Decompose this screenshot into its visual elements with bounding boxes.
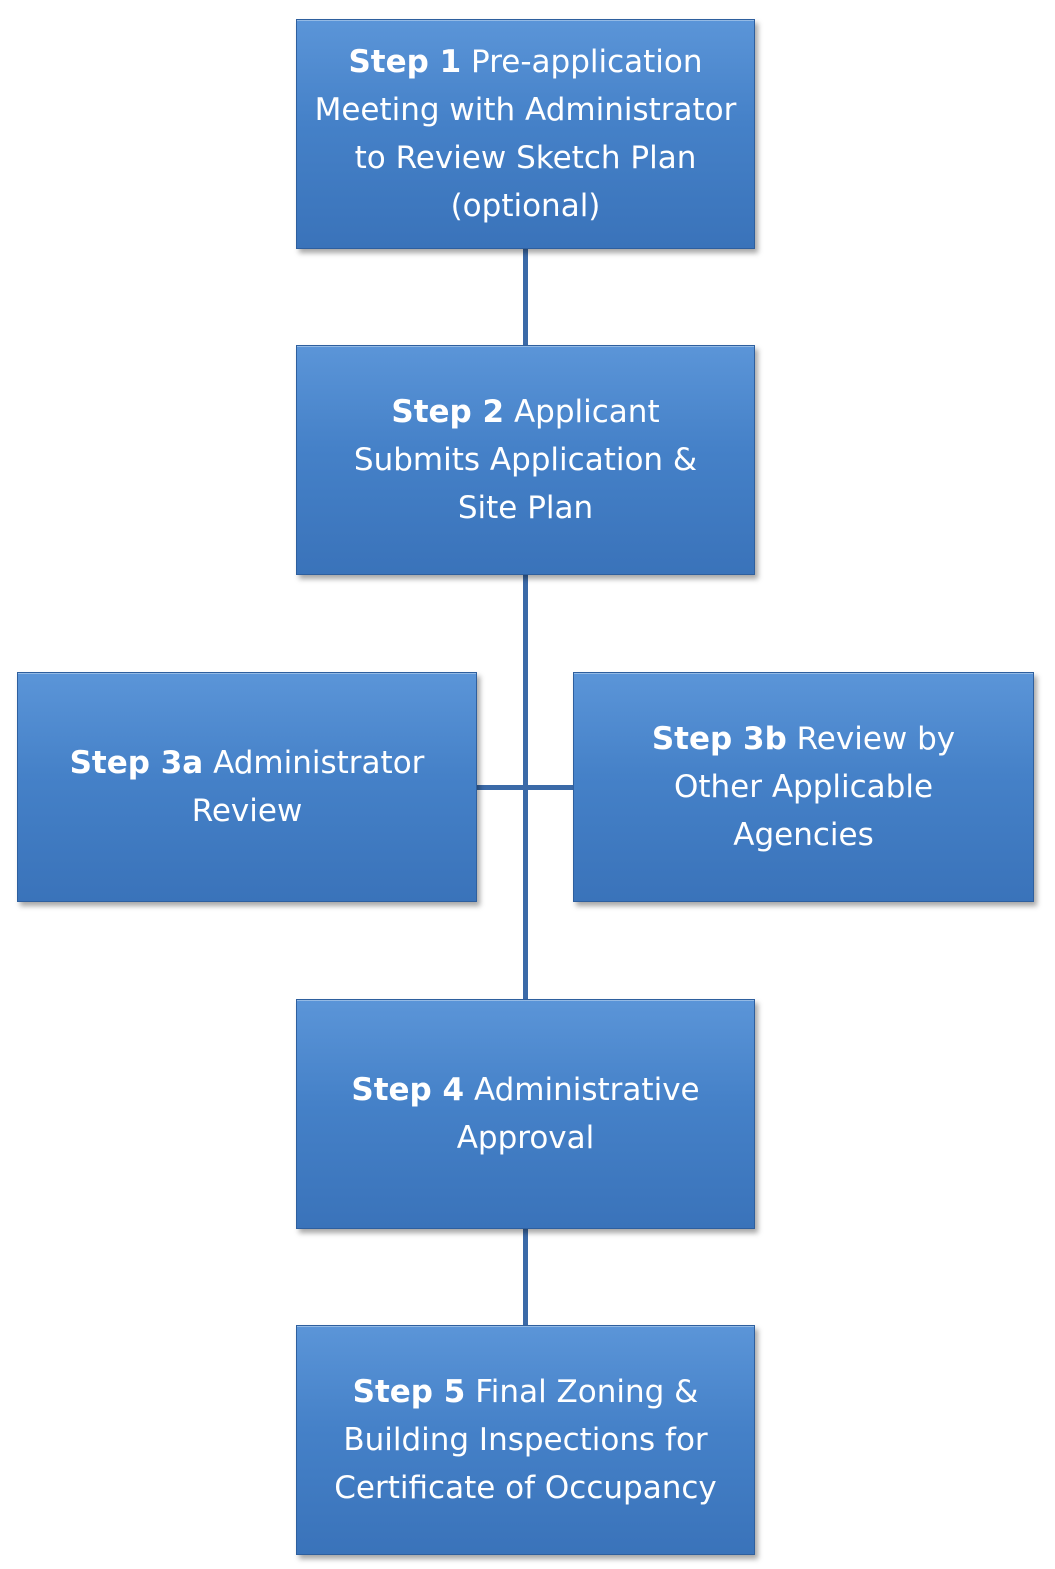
step-3a-text: Step 3a Administrator Review [68, 739, 426, 835]
step-3b-box: Step 3b Review by Other Applicable Agenc… [573, 672, 1034, 902]
step-2-box: Step 2 Applicant Submits Application & S… [296, 345, 755, 575]
connector-branch-step3a [476, 785, 526, 790]
step-1-label: Step 1 [348, 44, 462, 80]
step-4-label: Step 4 [351, 1072, 465, 1108]
step-3a-description: Administrator Review [191, 745, 425, 829]
step-4-description: Administrative Approval [456, 1072, 700, 1156]
step-3b-label: Step 3b [651, 721, 787, 757]
step-2-text: Step 2 Applicant Submits Application & S… [347, 388, 704, 532]
step-1-text: Step 1 Pre-application Meeting with Admi… [305, 38, 746, 230]
step-5-box: Step 5 Final Zoning & Building Inspectio… [296, 1325, 755, 1555]
step-3a-label: Step 3a [69, 745, 204, 781]
step-2-label: Step 2 [391, 394, 505, 430]
step-4-text: Step 4 Administrative Approval [347, 1066, 704, 1162]
step-1-box: Step 1 Pre-application Meeting with Admi… [296, 19, 755, 249]
step-3b-text: Step 3b Review by Other Applicable Agenc… [604, 715, 1003, 859]
step-4-box: Step 4 Administrative Approval [296, 999, 755, 1229]
step-5-label: Step 5 [352, 1374, 466, 1410]
connector-step1-step2 [523, 247, 528, 347]
step-5-description: Final Zoning & Building Inspections for … [334, 1374, 717, 1506]
connector-step4-step5 [523, 1226, 528, 1326]
step-3a-box: Step 3a Administrator Review [17, 672, 477, 902]
step-5-text: Step 5 Final Zoning & Building Inspectio… [321, 1368, 730, 1512]
step-1-description: Pre-application Meeting with Administrat… [314, 44, 747, 224]
step-3b-description: Review by Other Applicable Agencies [673, 721, 956, 853]
step-2-description: Applicant Submits Application & Site Pla… [353, 394, 698, 526]
connector-branch-step3b [525, 785, 575, 790]
